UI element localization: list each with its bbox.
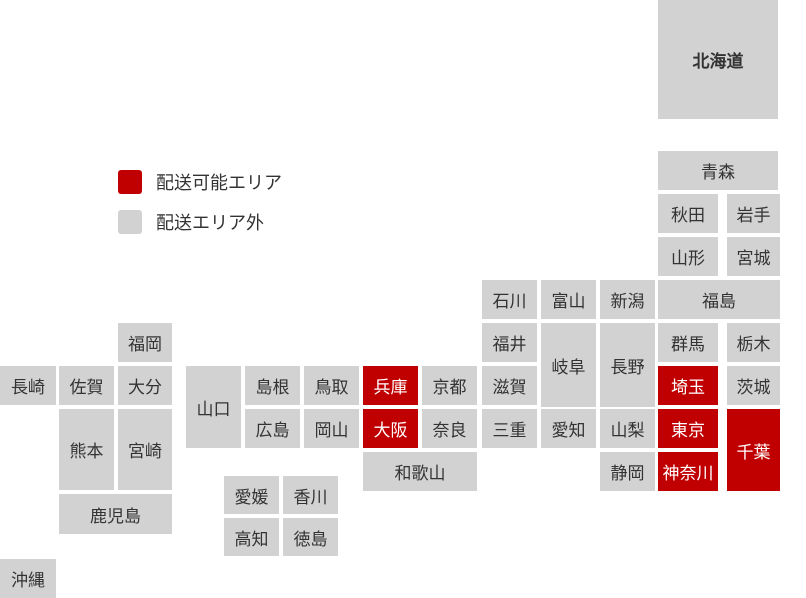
prefecture-tile[interactable]: 大阪	[363, 409, 418, 448]
prefecture-tile[interactable]: 岐阜	[541, 323, 596, 407]
prefecture-tile[interactable]: 静岡	[600, 452, 655, 491]
prefecture-tile[interactable]: 福島	[658, 280, 780, 319]
prefecture-tile[interactable]: 富山	[541, 280, 596, 319]
prefecture-tile[interactable]: 沖縄	[0, 559, 56, 598]
prefecture-tile[interactable]: 長野	[600, 323, 655, 407]
prefecture-tile[interactable]: 愛媛	[224, 476, 279, 514]
legend-swatch-unavailable	[118, 210, 142, 234]
legend-label-unavailable: 配送エリア外	[156, 213, 264, 234]
prefecture-tile[interactable]: 群馬	[658, 323, 718, 362]
prefecture-tile[interactable]: 鹿児島	[59, 494, 172, 534]
legend-item-unavailable: 配送エリア外	[118, 209, 264, 235]
prefecture-tile[interactable]: 長崎	[0, 366, 56, 405]
prefecture-tile[interactable]: 山梨	[600, 409, 655, 448]
prefecture-tile[interactable]: 岡山	[304, 409, 359, 448]
prefecture-tile[interactable]: 香川	[283, 476, 338, 514]
prefecture-tile[interactable]: 福岡	[118, 323, 172, 362]
prefecture-tile[interactable]: 徳島	[283, 518, 338, 556]
prefecture-tile[interactable]: 北海道	[658, 0, 778, 119]
prefecture-tile[interactable]: 佐賀	[59, 366, 114, 405]
prefecture-tile[interactable]: 島根	[245, 366, 300, 405]
prefecture-tile[interactable]: 大分	[118, 366, 172, 405]
prefecture-tile[interactable]: 鳥取	[304, 366, 359, 405]
prefecture-tile[interactable]: 和歌山	[363, 452, 477, 491]
prefecture-tile[interactable]: 福井	[482, 323, 537, 362]
prefecture-tile[interactable]: 山口	[186, 366, 241, 448]
prefecture-tile[interactable]: 兵庫	[363, 366, 418, 405]
prefecture-tile[interactable]: 三重	[482, 409, 537, 448]
legend-item-available: 配送可能エリア	[118, 169, 282, 195]
prefecture-tile[interactable]: 宮崎	[118, 409, 172, 490]
prefecture-tile[interactable]: 京都	[422, 366, 477, 405]
prefecture-tile[interactable]: 埼玉	[658, 366, 718, 405]
prefecture-tile[interactable]: 神奈川	[658, 452, 718, 491]
prefecture-tile[interactable]: 新潟	[600, 280, 655, 319]
prefecture-tile[interactable]: 山形	[658, 237, 718, 276]
prefecture-tile[interactable]: 秋田	[658, 194, 718, 233]
prefecture-tile[interactable]: 茨城	[727, 366, 780, 405]
prefecture-tile[interactable]: 愛知	[541, 409, 596, 448]
prefecture-tile[interactable]: 青森	[658, 151, 778, 190]
prefecture-tile[interactable]: 滋賀	[482, 366, 537, 405]
prefecture-tile[interactable]: 岩手	[727, 194, 780, 233]
legend-swatch-available	[118, 170, 142, 194]
prefecture-tile[interactable]: 東京	[658, 409, 718, 448]
prefecture-tile[interactable]: 栃木	[727, 323, 780, 362]
prefecture-tile[interactable]: 石川	[482, 280, 537, 319]
prefecture-tile[interactable]: 広島	[245, 409, 300, 448]
prefecture-tile[interactable]: 熊本	[59, 409, 114, 490]
prefecture-tile[interactable]: 千葉	[727, 409, 780, 491]
prefecture-tile[interactable]: 奈良	[422, 409, 477, 448]
legend-label-available: 配送可能エリア	[156, 173, 282, 194]
prefecture-tile[interactable]: 高知	[224, 518, 279, 556]
prefecture-tile[interactable]: 宮城	[727, 237, 780, 276]
